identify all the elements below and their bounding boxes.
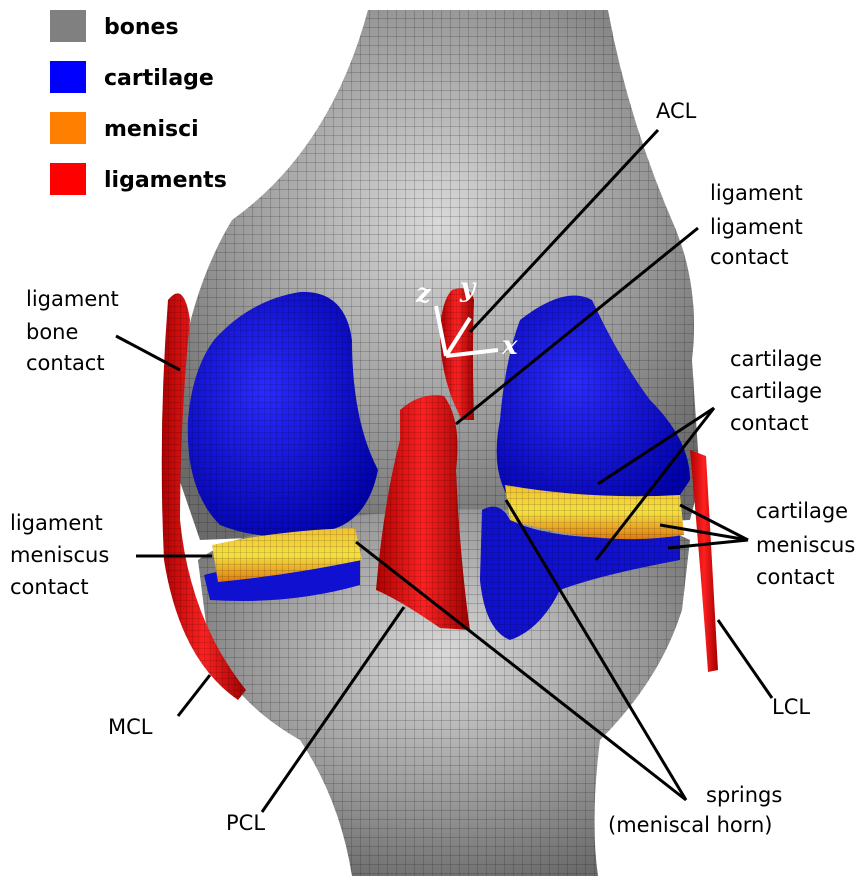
callout-cartilage-meniscus-contact-line-3: contact bbox=[756, 565, 835, 589]
callout-pcl: PCL bbox=[226, 811, 265, 835]
callout-ligament-ligament-contact-line-3: contact bbox=[710, 245, 789, 269]
leader-lcl bbox=[718, 620, 772, 698]
callout-cartilage-cartilage-contact-line-1: cartilage bbox=[730, 347, 822, 371]
callout-ligament-bone-contact-line-1: ligament bbox=[26, 287, 119, 311]
legend: bones cartilage menisci ligaments bbox=[50, 10, 227, 195]
callout-ligament-meniscus-contact-line-2: meniscus bbox=[10, 543, 109, 567]
callout-ligament-ligament-contact-line-2: ligament bbox=[710, 215, 803, 239]
callout-springs-line-1: springs bbox=[706, 783, 782, 807]
legend-label-menisci: menisci bbox=[104, 117, 199, 142]
axis-y-label: y bbox=[459, 273, 477, 303]
callout-mcl-line-1: MCL bbox=[108, 715, 153, 739]
legend-label-bones: bones bbox=[104, 15, 179, 40]
callout-pcl-line-1: PCL bbox=[226, 811, 265, 835]
callout-cartilage-meniscus-contact-line-1: cartilage bbox=[756, 499, 848, 523]
callout-acl-line-1: ACL bbox=[656, 99, 697, 123]
callout-ligament-bone-contact-line-2: bone bbox=[26, 320, 78, 344]
legend-swatch-bones bbox=[50, 10, 86, 42]
legend-swatch-menisci bbox=[50, 112, 86, 144]
callout-ligament-bone-contact: ligament bone contact bbox=[26, 287, 119, 375]
axis-z-label: z bbox=[415, 279, 432, 309]
callout-ligament-bone-contact-line-3: contact bbox=[26, 351, 105, 375]
ligament-lcl bbox=[690, 450, 718, 672]
legend-label-ligaments: ligaments bbox=[104, 168, 227, 193]
callout-ligament-meniscus-contact: ligament meniscus contact bbox=[10, 511, 109, 599]
callout-ligament-meniscus-contact-line-3: contact bbox=[10, 575, 89, 599]
callout-ligament-ligament-contact-line-1: ligament bbox=[710, 181, 803, 205]
callout-cartilage-cartilage-contact: cartilage cartilage contact bbox=[730, 347, 822, 435]
callout-cartilage-meniscus-contact-line-2: meniscus bbox=[756, 533, 855, 557]
knee-model: x y z bbox=[162, 10, 718, 876]
callout-lcl-line-1: LCL bbox=[772, 695, 810, 719]
callout-ligament-meniscus-contact-line-1: ligament bbox=[10, 511, 103, 535]
legend-swatch-cartilage bbox=[50, 61, 86, 93]
callout-cartilage-cartilage-contact-line-2: cartilage bbox=[730, 379, 822, 403]
callout-springs-line-2: (meniscal horn) bbox=[608, 813, 773, 837]
callout-acl: ACL bbox=[656, 99, 697, 123]
callout-springs: springs (meniscal horn) bbox=[608, 783, 782, 837]
legend-label-cartilage: cartilage bbox=[104, 66, 214, 91]
callout-mcl: MCL bbox=[108, 715, 153, 739]
callout-lcl: LCL bbox=[772, 695, 810, 719]
callout-cartilage-meniscus-contact: cartilage meniscus contact bbox=[756, 499, 855, 589]
callout-ligament-ligament-contact: ligament ligament contact bbox=[710, 181, 803, 269]
legend-swatch-ligaments bbox=[50, 163, 86, 195]
leader-mcl bbox=[178, 675, 210, 716]
callout-cartilage-cartilage-contact-line-3: contact bbox=[730, 411, 809, 435]
axis-x-label: x bbox=[501, 331, 518, 361]
